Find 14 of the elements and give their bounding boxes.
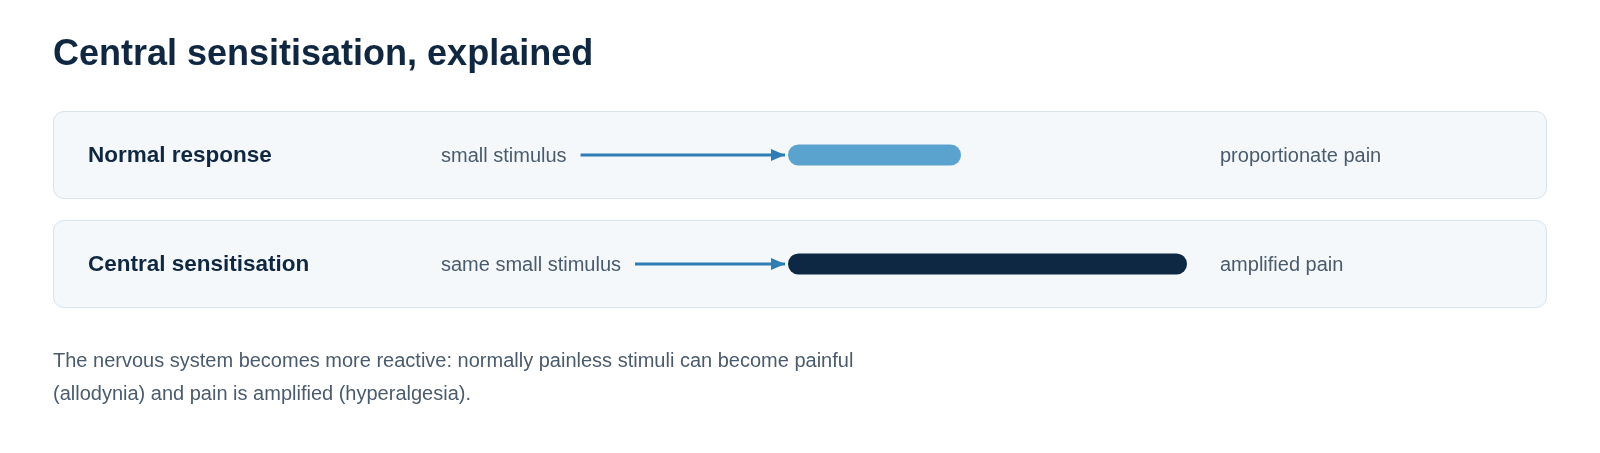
stimulus-label: same small stimulus bbox=[441, 252, 622, 276]
row-card bbox=[53, 111, 1547, 199]
arrow bbox=[580, 149, 785, 161]
result-label: proportionate pain bbox=[1220, 143, 1382, 167]
title: Central sensitisation, explained bbox=[53, 31, 594, 75]
result-label: amplified pain bbox=[1220, 252, 1344, 276]
stimulus-label: small stimulus bbox=[441, 143, 567, 167]
caption: The nervous system becomes more reactive: normally painless stimuli can become painful (allodynia) and pain is amplified (hyperalgesia). bbox=[53, 348, 855, 406]
row-heading: Normal response bbox=[88, 141, 272, 169]
intensity-bar bbox=[788, 253, 1187, 275]
arrow bbox=[635, 258, 785, 270]
row-card bbox=[53, 220, 1547, 308]
intensity-bar bbox=[788, 144, 961, 166]
row-heading: Central sensitisation bbox=[88, 250, 310, 278]
